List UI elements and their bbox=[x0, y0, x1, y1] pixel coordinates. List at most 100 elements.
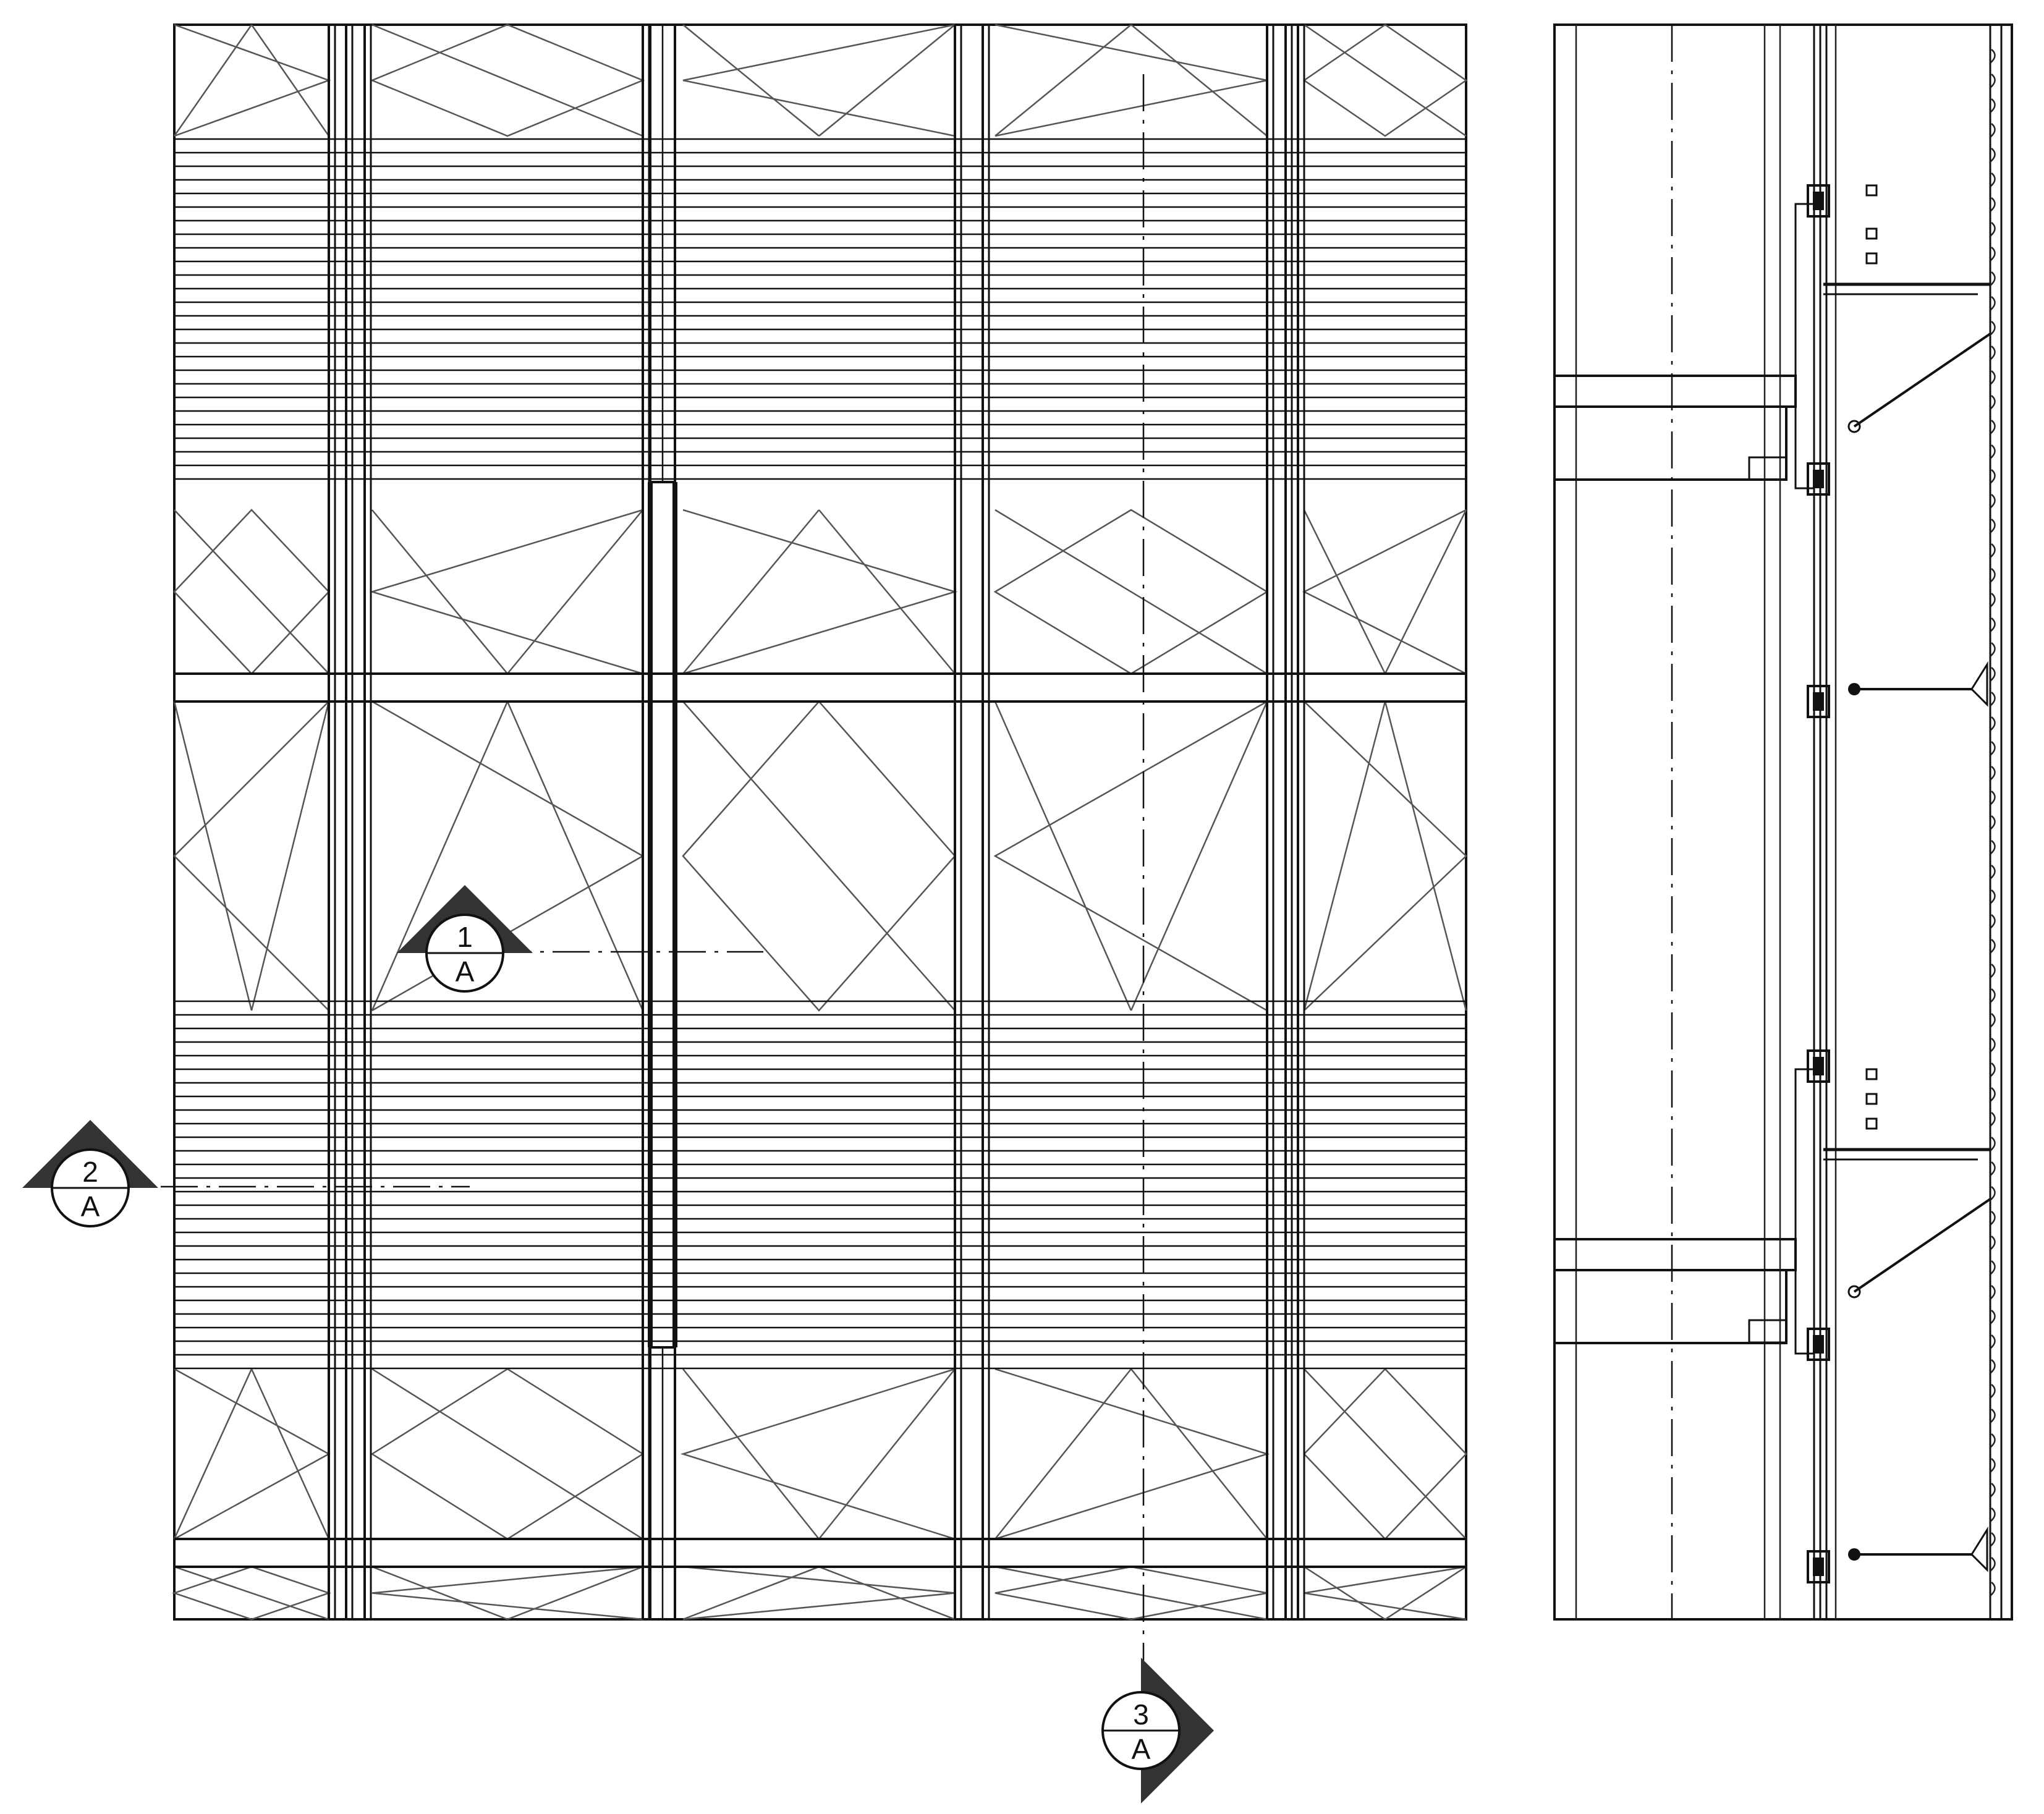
glazing-diagonal-pattern bbox=[682, 23, 956, 137]
frame-clip bbox=[1807, 1328, 1830, 1361]
rod-pin bbox=[1848, 683, 1860, 695]
louvre-blade bbox=[1990, 395, 1996, 410]
glazing-diagonal-pattern bbox=[370, 23, 645, 137]
louvre-blade bbox=[1990, 815, 1996, 830]
louvre-blade bbox=[1990, 1013, 1996, 1028]
rod-pin bbox=[1848, 1548, 1860, 1561]
louvre-blade bbox=[1990, 1062, 1996, 1077]
facade-elevation bbox=[161, 23, 1468, 1663]
frame-clip-core bbox=[1813, 1057, 1824, 1075]
louvre-blade bbox=[1990, 74, 1996, 88]
louvre-blade bbox=[1990, 420, 1996, 434]
louvre-blade bbox=[1990, 1384, 1996, 1399]
louvre-blade bbox=[1990, 148, 1996, 163]
rod-bracket bbox=[1970, 1526, 1988, 1572]
louvre-blade bbox=[1990, 1458, 1996, 1473]
fastener-square bbox=[1865, 252, 1878, 265]
section-tag-1[interactable]: 1 A bbox=[397, 885, 533, 993]
louvre-blade bbox=[1990, 296, 1996, 311]
insulation-lower bbox=[1794, 1068, 1815, 1355]
louvre-blade bbox=[1990, 568, 1996, 583]
louvre-blade bbox=[1990, 617, 1996, 632]
glazing-diagonal-pattern bbox=[682, 1566, 956, 1621]
frame-clip-core bbox=[1813, 470, 1824, 488]
frame-clip-core bbox=[1813, 1335, 1824, 1354]
section-tag-3-sheet: A bbox=[1132, 1733, 1151, 1765]
fastener-square bbox=[1865, 1093, 1878, 1105]
louvre-blade bbox=[1990, 1334, 1996, 1349]
louvre-blade bbox=[1990, 519, 1996, 533]
louvre-blade bbox=[1990, 1433, 1996, 1448]
louvre-blade bbox=[1990, 642, 1996, 657]
louvre-blade bbox=[1990, 1310, 1996, 1324]
frame-clip-core bbox=[1813, 192, 1824, 210]
louvre-blade bbox=[1990, 667, 1996, 682]
louvre-blade bbox=[1990, 790, 1996, 805]
glazing-diagonal-pattern bbox=[173, 701, 330, 1011]
glazing-pattern-group bbox=[172, 23, 1468, 1621]
louvre-blade bbox=[1990, 1285, 1996, 1300]
glazing-diagonal-pattern bbox=[994, 23, 1268, 137]
frame-clip-core bbox=[1813, 692, 1824, 711]
insulation-upper bbox=[1794, 203, 1815, 490]
louvre-blade bbox=[1990, 222, 1996, 237]
louvre-blade bbox=[1990, 988, 1996, 1003]
expansion-joint bbox=[648, 25, 677, 1619]
louvre-blade bbox=[1990, 716, 1996, 731]
glazing-diagonal-pattern bbox=[371, 1566, 643, 1621]
section-tag-2-sheet: A bbox=[81, 1190, 100, 1223]
louvre-blade bbox=[1990, 914, 1996, 929]
spandrel-bands bbox=[174, 138, 1466, 1568]
louvre-blade bbox=[1990, 964, 1996, 978]
louvre-blade bbox=[1990, 345, 1996, 360]
louvre-blade bbox=[1990, 1409, 1996, 1423]
louvre-blade bbox=[1990, 247, 1996, 261]
section-tag-3[interactable]: 3 A bbox=[1101, 1658, 1214, 1803]
section-border bbox=[1553, 23, 2013, 1621]
frame-clip bbox=[1807, 1550, 1830, 1583]
frame-clip bbox=[1807, 184, 1830, 218]
glazing-diagonal-pattern bbox=[1302, 23, 1468, 137]
rod-bracket bbox=[1970, 661, 1988, 707]
louvre-blade bbox=[1990, 1087, 1996, 1102]
glazing-diagonal-pattern bbox=[173, 23, 331, 137]
louvre-blade bbox=[1990, 1359, 1996, 1374]
frame-clip bbox=[1807, 685, 1830, 718]
glazing-diagonal-pattern bbox=[994, 1368, 1270, 1540]
louvre-blade bbox=[1990, 543, 1996, 558]
louvre-blade bbox=[1990, 370, 1996, 385]
louvre-blade bbox=[1990, 444, 1996, 459]
louvre-blade bbox=[1990, 692, 1996, 706]
louvre-blade bbox=[1990, 197, 1996, 212]
louvre-blade bbox=[1990, 1483, 1996, 1498]
section-tag-2[interactable]: 2 A bbox=[22, 1120, 158, 1227]
louvre-blade bbox=[1990, 1211, 1996, 1226]
louvre-blade bbox=[1990, 741, 1996, 756]
glazing-diagonal-pattern bbox=[1304, 1566, 1467, 1621]
fastener-square bbox=[1865, 1068, 1878, 1080]
louvre-blade bbox=[1990, 321, 1996, 336]
elevation-border bbox=[173, 23, 1467, 1621]
louvre-blade bbox=[1990, 494, 1996, 509]
louvre-blade bbox=[1990, 469, 1996, 484]
frame-clip-core bbox=[1813, 1558, 1824, 1576]
fastener-square bbox=[1865, 184, 1878, 197]
louvre-blade bbox=[1990, 98, 1996, 113]
wall-section bbox=[1553, 23, 2013, 1621]
louvre-blade bbox=[1990, 1235, 1996, 1250]
louvre-blade bbox=[1990, 271, 1996, 286]
louvre-blade bbox=[1990, 1260, 1996, 1275]
section-tag-1-number: 1 bbox=[457, 921, 473, 953]
louvre-blade bbox=[1990, 840, 1996, 855]
frame-clip bbox=[1807, 1049, 1830, 1083]
louvre-blade bbox=[1990, 172, 1996, 187]
louvre-blade bbox=[1990, 1557, 1996, 1572]
section-tag-1-sheet: A bbox=[456, 956, 475, 988]
sunshade-brackets bbox=[1823, 282, 1991, 1572]
mullion-group bbox=[328, 25, 1305, 1619]
section-tag-2-number: 2 bbox=[82, 1156, 98, 1188]
floor-slab-upper bbox=[1553, 375, 1797, 481]
louvre-blade bbox=[1990, 1038, 1996, 1053]
floor-slab-lower bbox=[1553, 1238, 1797, 1344]
